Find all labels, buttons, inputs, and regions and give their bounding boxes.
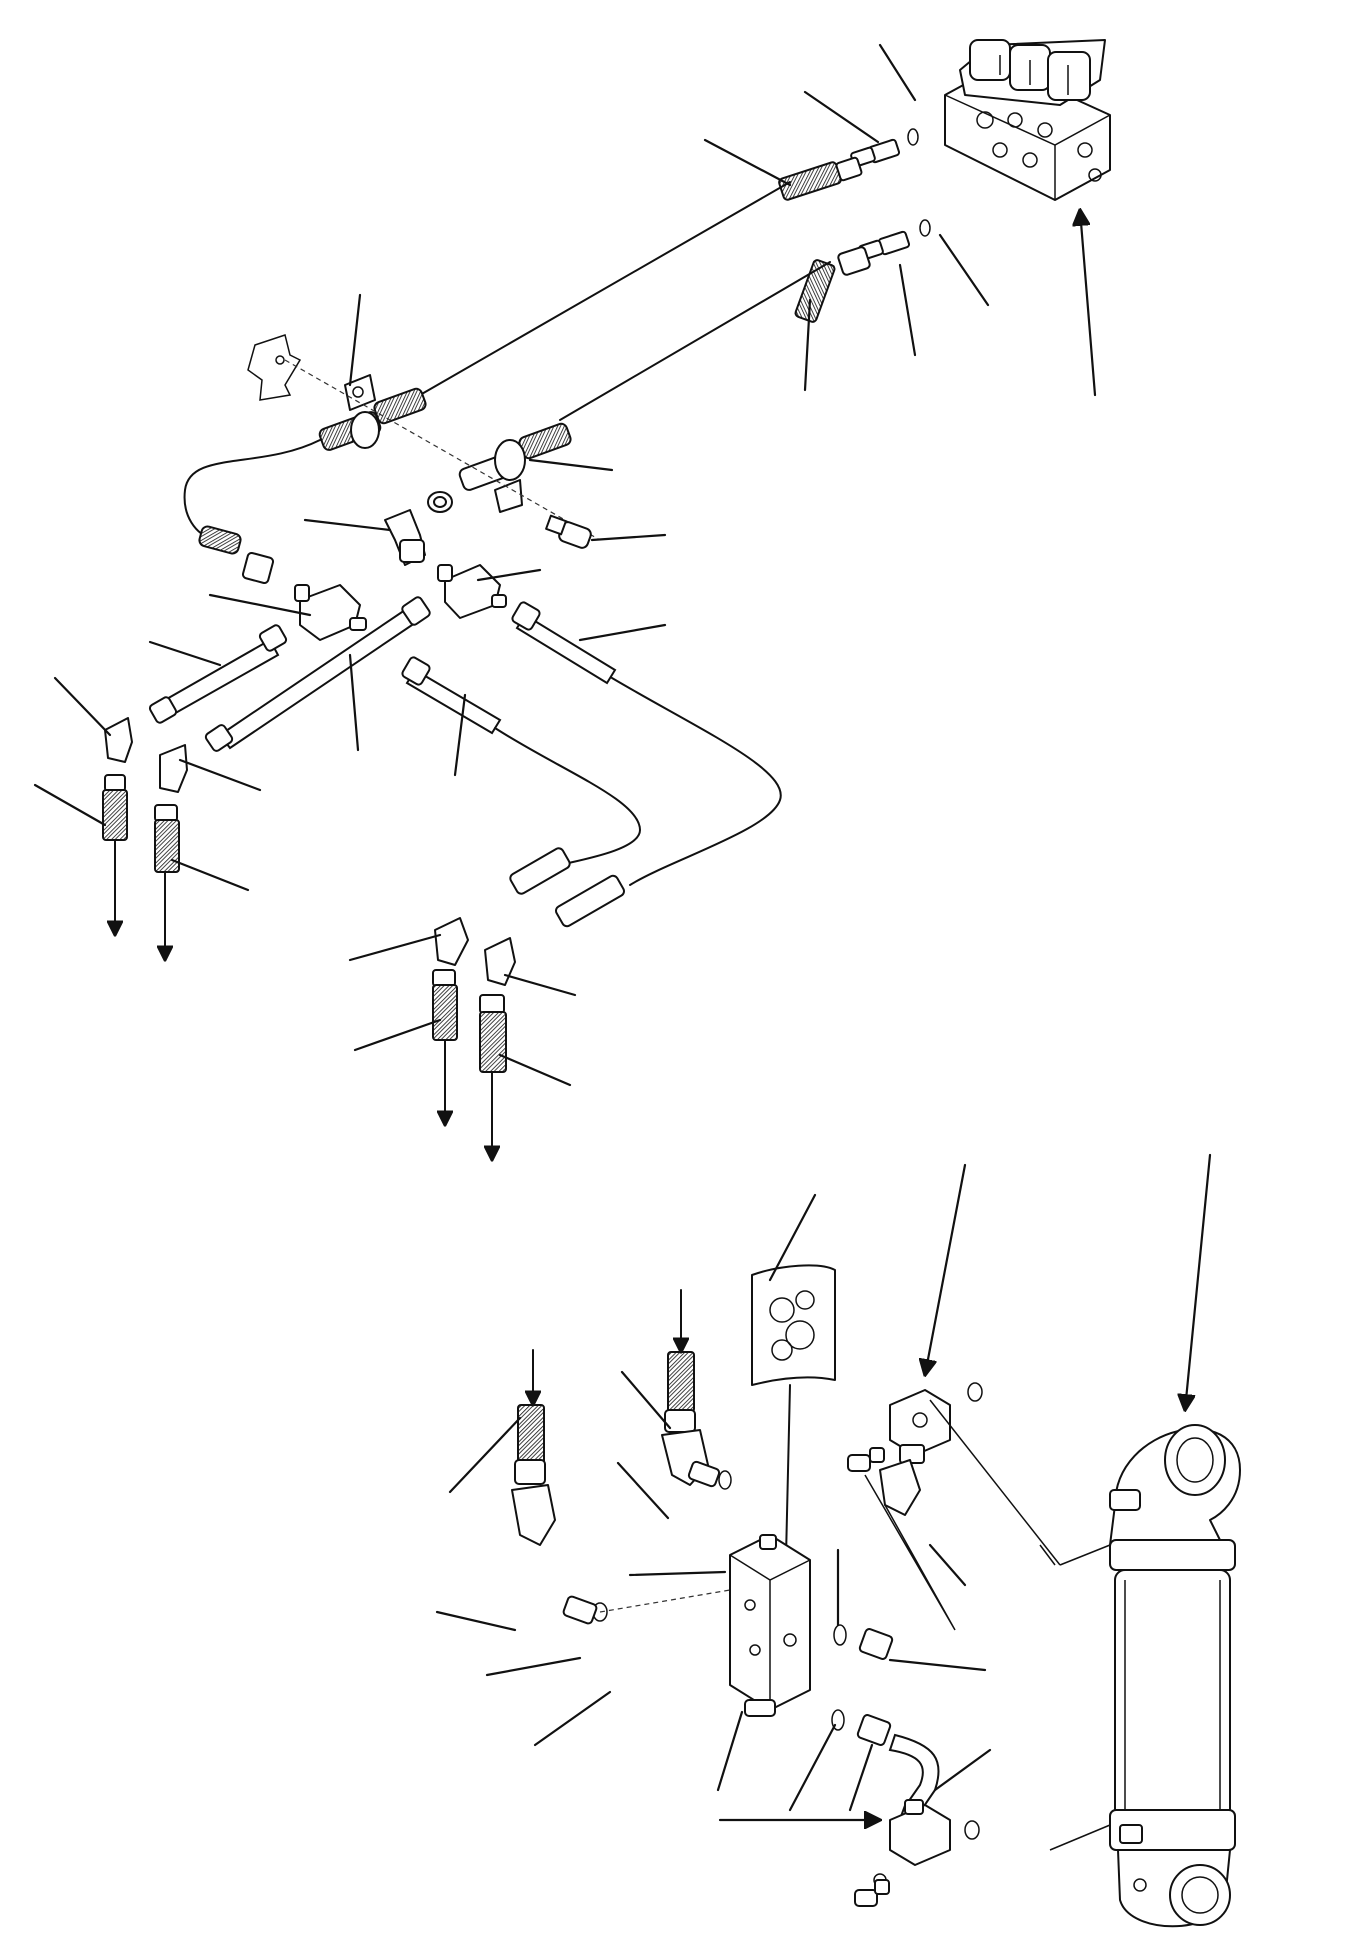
cylinder-flange-lower [854, 1799, 980, 1907]
left-elbow-a [102, 717, 133, 841]
hydraulic-cylinder [1039, 1424, 1241, 1928]
hose-clamp-lower [427, 422, 572, 513]
control-valve-block [944, 39, 1111, 201]
elbow-fitting-center [384, 509, 426, 566]
hose-clamp-upper [318, 374, 427, 451]
relief-upper-fittings [661, 1351, 732, 1490]
pipe-center-long [204, 596, 431, 752]
hose-mid-b [611, 677, 782, 886]
pipe-right [511, 601, 617, 685]
tee-fitting-left [294, 584, 367, 641]
left-elbow-b [154, 744, 188, 873]
hose-mid-a [494, 727, 641, 866]
cylinder-flange-upper [847, 1382, 1061, 1631]
pipe-left-short [148, 624, 288, 724]
loop-hose [183, 439, 321, 541]
clamp-bolt [545, 514, 592, 549]
relief-left-fittings [511, 1404, 731, 1625]
mounting-bracket [247, 334, 302, 401]
lower-hose [559, 261, 831, 421]
mid-elbow-b [479, 874, 625, 1073]
tee-fitting-right [437, 564, 507, 619]
leader-lines [33, 43, 1212, 1820]
seal-kit-bag [751, 1264, 836, 1600]
valve-upper-fittings [778, 128, 919, 201]
relief-valve-block [729, 1534, 811, 1717]
pipe-center-drop [401, 656, 502, 735]
upper-hose [419, 181, 791, 396]
mid-elbow-a [432, 847, 571, 1041]
valve-lower-fittings [794, 219, 931, 323]
